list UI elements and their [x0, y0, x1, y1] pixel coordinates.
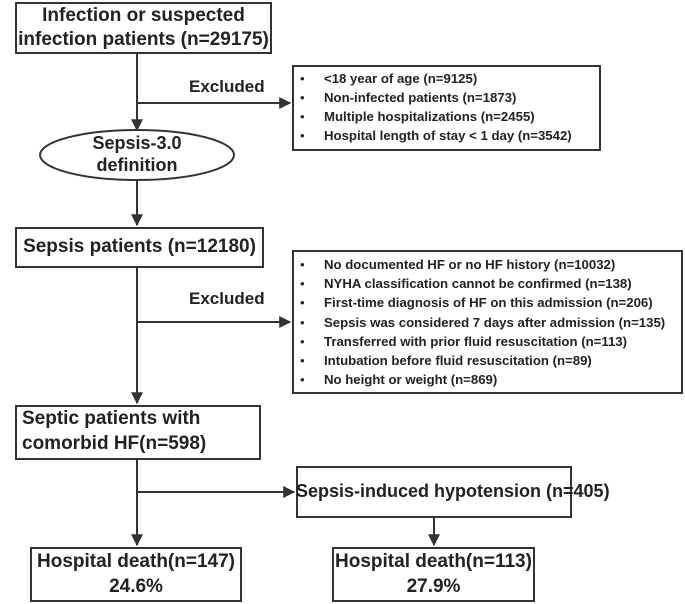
hospital-death-right-box — [332, 547, 535, 602]
exclusion-2-item: Sepsis was considered 7 days after admis… — [294, 313, 665, 332]
exclusion-list-2: No documented HF or no HF history (n=100… — [294, 255, 665, 390]
excluded-label-2: Excluded — [189, 289, 265, 308]
exclusion-2-item: Intubation before fluid resuscitation (n… — [294, 351, 665, 370]
exclusion-2-item: No height or weight (n=869) — [294, 370, 665, 389]
septic-hf-line2: comorbid HF(n=598) — [22, 433, 207, 454]
sepsis-patients-box — [15, 227, 264, 268]
exclusion-2-item: NYHA classification cannot be confirmed … — [294, 274, 665, 293]
sepsis-patients-label: Sepsis patients (n=12180) — [23, 236, 256, 257]
septic-hf-box — [15, 405, 261, 460]
exclusion-1-item: Hospital length of stay < 1 day (n=3542) — [294, 126, 572, 145]
infection-box-line1: Infection or suspected — [42, 5, 245, 26]
death-right-line2: 27.9% — [406, 576, 461, 597]
exclusion-1-item: <18 year of age (n=9125) — [294, 69, 572, 88]
hypotension-label: Sepsis-induced hypotension (n=405) — [296, 481, 610, 501]
exclusion-2-item: Transferred with prior fluid resuscitati… — [294, 332, 665, 351]
infection-box-line2: infection patients (n=29175) — [18, 29, 269, 50]
death-right-line1: Hospital death(n=113) — [335, 551, 532, 572]
exclusion-1-item: Non-infected patients (n=1873) — [294, 88, 572, 107]
exclusion-list-1: <18 year of age (n=9125) Non-infected pa… — [294, 69, 572, 145]
definition-line1: Sepsis-3.0 — [92, 133, 182, 153]
hypotension-box — [296, 466, 572, 518]
infection-patients-box — [15, 2, 272, 54]
excluded-label-1: Excluded — [189, 77, 265, 96]
exclusion-2-item: No documented HF or no HF history (n=100… — [294, 255, 665, 274]
exclusion-2-item: First-time diagnosis of HF on this admis… — [294, 293, 665, 312]
death-left-line1: Hospital death(n=147) — [37, 551, 235, 572]
definition-line2: definition — [96, 155, 178, 175]
septic-hf-line1: Septic patients with — [22, 408, 201, 429]
hospital-death-left-box — [30, 547, 242, 602]
exclusion-1-item: Multiple hospitalizations (n=2455) — [294, 107, 572, 126]
death-left-line2: 24.6% — [109, 576, 163, 597]
